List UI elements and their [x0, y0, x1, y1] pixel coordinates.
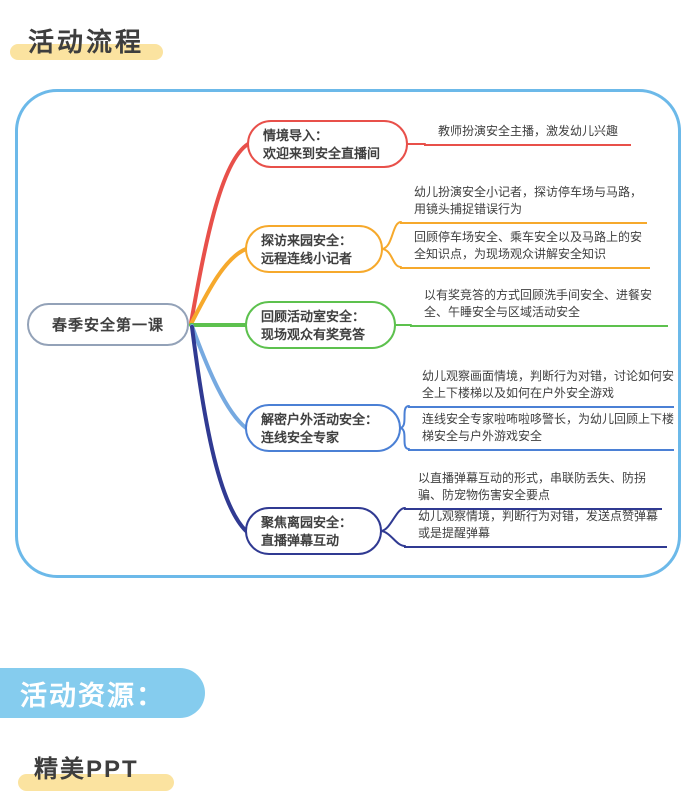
- resources-item-ppt: 精美PPT: [34, 756, 139, 783]
- resources-banner: 活动资源：: [0, 668, 205, 718]
- leaf-note: 以直播弹幕互动的形式，串联防丢失、防拐骗、防宠物伤害安全要点: [404, 470, 662, 510]
- resources-section-title: 活动资源：: [20, 680, 165, 711]
- branch-label-line2: 现场观众有奖竞答: [261, 327, 366, 342]
- leaf-note: 幼儿扮演安全小记者，探访停车场与马路，用镜头捕捉错误行为: [400, 184, 647, 224]
- branch-label-line1: 解密户外活动安全：: [261, 412, 379, 427]
- branch-label-line2: 远程连线小记者: [261, 251, 353, 266]
- leaf-note: 幼儿观察情境，判断行为对错，发送点赞弹幕或是提醒弹幕: [404, 508, 667, 548]
- leaf-note: 以有奖竞答的方式回顾洗手间安全、进餐安全、午睡安全与区域活动安全: [410, 287, 668, 327]
- branch-label-line1: 情境导入：: [263, 128, 329, 143]
- leaf-note: 幼儿观察画面情境，判断行为对错，讨论如何安全上下楼梯以及如何在户外安全游戏: [408, 368, 674, 408]
- root-node-label: 春季安全第一课: [51, 317, 164, 334]
- branch-label-line2: 欢迎来到安全直播间: [263, 146, 381, 161]
- root-node: 春季安全第一课: [27, 303, 189, 346]
- branch-label-line1: 回顾活动室安全：: [261, 309, 366, 324]
- process-section-title: 活动流程: [28, 27, 145, 57]
- branch-label-line2: 直播弹幕互动: [261, 533, 340, 548]
- branch-label-line1: 探访来园安全：: [261, 233, 353, 248]
- branch-node-arrival-safety: 探访来园安全： 远程连线小记者: [245, 225, 383, 273]
- leaf-note: 回顾停车场安全、乘车安全以及马路上的安全知识点，为现场观众讲解安全知识: [400, 229, 650, 269]
- process-title-highlight: [10, 44, 163, 60]
- ppt-item-highlight: [18, 774, 174, 791]
- branch-label-line1: 聚焦离园安全：: [261, 515, 353, 530]
- branch-node-leaving-safety: 聚焦离园安全： 直播弹幕互动: [245, 507, 382, 555]
- branch-node-activity-room-safety: 回顾活动室安全： 现场观众有奖竞答: [245, 301, 396, 349]
- leaf-note: 连线安全专家啦咘啦哆警长，为幼儿回顾上下楼梯安全与户外游戏安全: [408, 411, 674, 451]
- branch-node-scenario-intro: 情境导入： 欢迎来到安全直播间: [247, 120, 408, 168]
- leaf-note: 教师扮演安全主播，激发幼儿兴趣: [424, 123, 631, 146]
- branch-node-outdoor-safety: 解密户外活动安全： 连线安全专家: [245, 404, 401, 452]
- branch-label-line2: 连线安全专家: [261, 430, 340, 445]
